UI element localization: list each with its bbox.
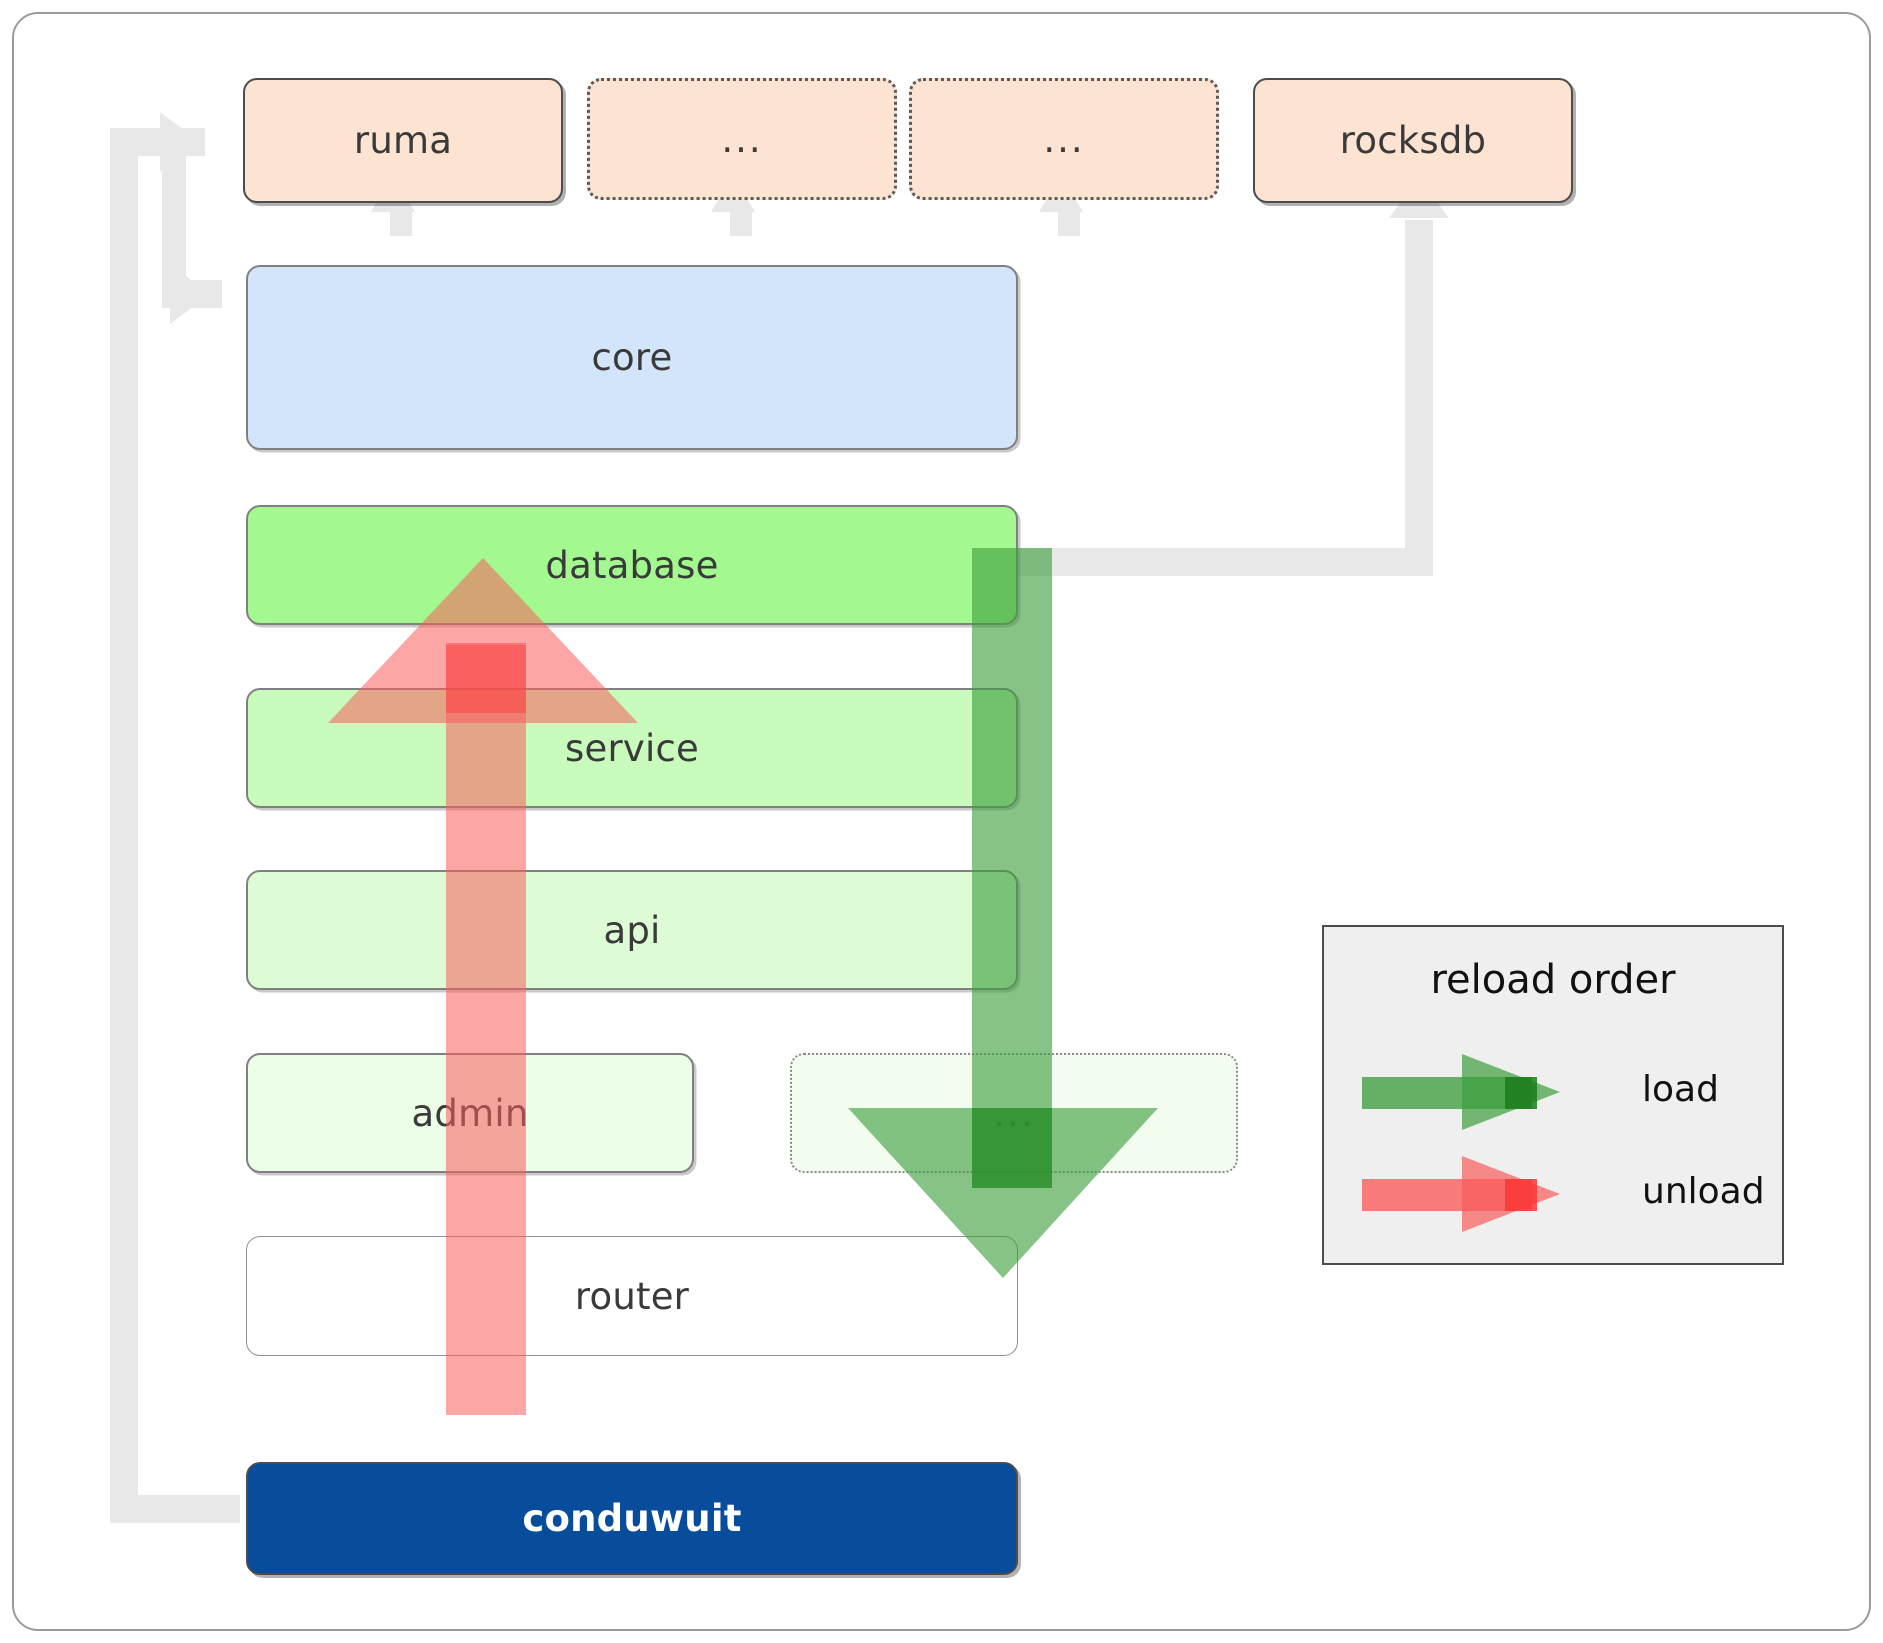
node-ellipsis-top-2-label: ...: [1043, 117, 1085, 161]
legend-label-unload: unload: [1642, 1171, 1765, 1212]
load-flow-arrow: [848, 548, 1158, 1338]
connector-core-to-ruma-shaft: [390, 210, 412, 236]
node-api[interactable]: api: [246, 870, 1018, 990]
node-rocksdb-label: rocksdb: [1339, 119, 1487, 162]
legend-unload-arrow: [1362, 1156, 1602, 1232]
load-arrow-shaft: [972, 548, 1052, 1188]
legend-load-overlap: [1505, 1077, 1537, 1109]
connector-core-to-ellipsis1-shaft: [730, 210, 752, 236]
connector-rocksdb-vertical: [1405, 220, 1433, 560]
node-router-label: router: [574, 1274, 690, 1318]
unload-arrow-head: [328, 558, 638, 723]
node-ellipsis-top-1-label: ...: [721, 117, 763, 161]
node-core-label: core: [591, 336, 673, 379]
unload-arrow-shaft: [446, 645, 526, 1415]
legend-panel: reload order load unload: [1322, 925, 1784, 1265]
load-arrow-overlap: [972, 1108, 1052, 1188]
node-ruma-label: ruma: [353, 119, 453, 162]
node-ellipsis-top-1[interactable]: ...: [587, 78, 897, 200]
node-ellipsis-top-2[interactable]: ...: [909, 78, 1219, 200]
node-ruma[interactable]: ruma: [243, 78, 563, 203]
node-conduwuit-label: conduwuit: [522, 1497, 742, 1540]
node-api-label: api: [603, 908, 661, 952]
connector-rocksdb-riser: [1180, 548, 1433, 576]
connector-trunk-vertical: [110, 128, 138, 1523]
legend-load-arrow: [1362, 1054, 1602, 1130]
connector-core-to-ellipsis2-shaft: [1058, 210, 1080, 236]
unload-flow-arrow: [328, 545, 638, 1415]
legend-title: reload order: [1430, 957, 1676, 1003]
unload-arrow-overlap: [446, 643, 526, 713]
node-core[interactable]: core: [246, 265, 1018, 450]
legend-label-load: load: [1642, 1069, 1719, 1110]
node-conduwuit[interactable]: conduwuit: [246, 1462, 1018, 1575]
node-rocksdb[interactable]: rocksdb: [1253, 78, 1573, 203]
legend-unload-overlap: [1505, 1179, 1537, 1211]
connector-arrowhead-core: [170, 264, 210, 324]
